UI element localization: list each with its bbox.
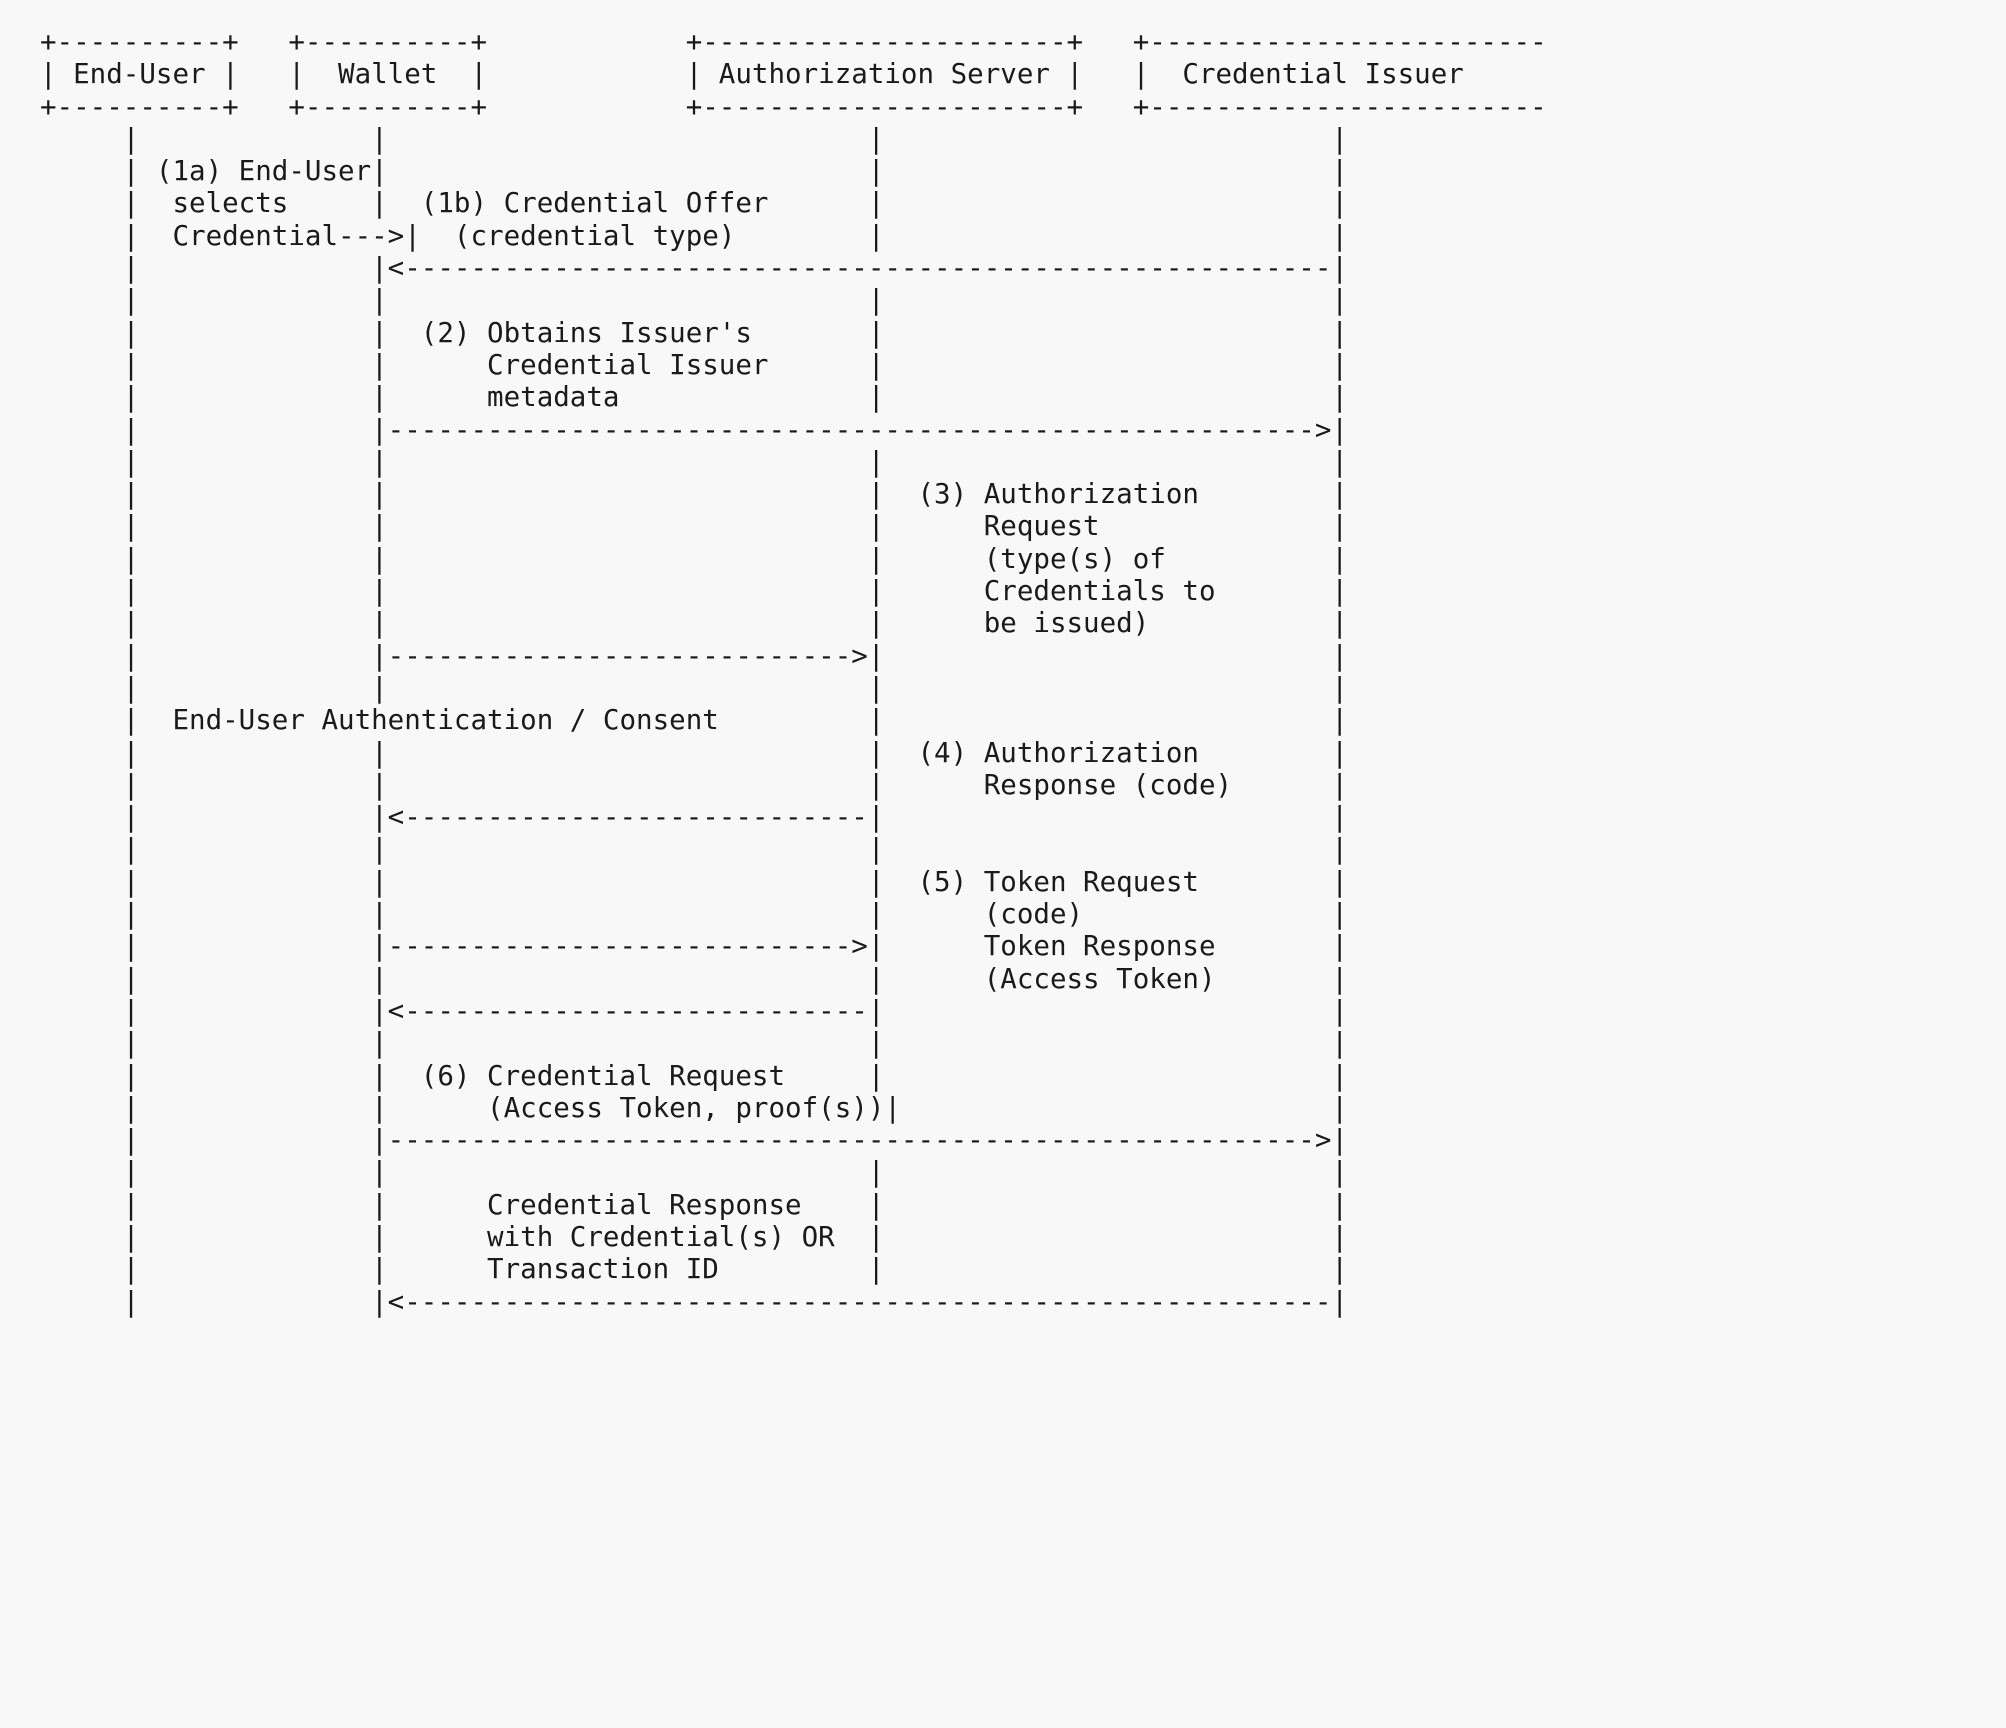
ascii-art-body: +----------+ +----------+ +-------------…: [40, 26, 1547, 1318]
